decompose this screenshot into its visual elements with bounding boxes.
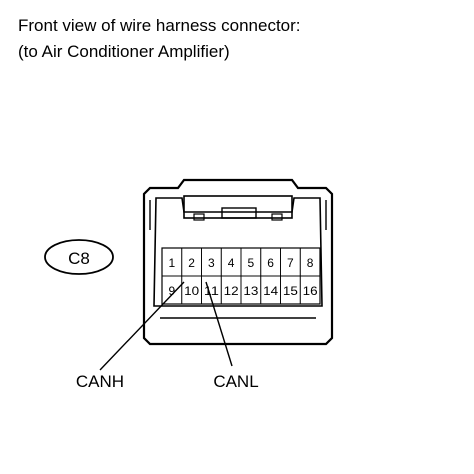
pin-number-16: 16 [303, 284, 318, 298]
canl-leader-line [205, 281, 233, 367]
diagram-subtitle: (to Air Conditioner Amplifier) [18, 42, 230, 61]
pin-number-6: 6 [267, 256, 274, 270]
pin-number-14: 14 [263, 284, 278, 298]
locking-tab-slot [221, 207, 257, 219]
connector-inner-frame [153, 197, 323, 307]
pin-number-8: 8 [307, 256, 314, 270]
canh-leader-line [99, 281, 185, 371]
pin-number-13: 13 [243, 284, 258, 298]
pin-number-12: 12 [224, 284, 239, 298]
pin-number-10: 10 [184, 284, 199, 298]
callout-canh: CANH [76, 372, 124, 391]
pin-number-5: 5 [248, 256, 255, 270]
diagram-title: Front view of wire harness connector: [18, 16, 301, 35]
pin-cell-16 [299, 275, 321, 305]
tab-notch-left [193, 213, 205, 221]
connector-code-badge [44, 239, 114, 275]
pin-number-15: 15 [283, 284, 298, 298]
pin-number-7: 7 [287, 256, 294, 270]
pin-number-11: 11 [204, 284, 219, 298]
locking-tab [183, 195, 293, 219]
pin-number-4: 4 [228, 256, 235, 270]
tab-notch-right [271, 213, 283, 221]
callout-canl: CANL [213, 372, 258, 391]
connector-code: C8 [68, 249, 90, 268]
connector-housing [142, 178, 334, 346]
pin-number-2: 2 [188, 256, 195, 270]
pin-number-9: 9 [169, 284, 176, 298]
pin-cells [161, 247, 321, 305]
pin-number-3: 3 [208, 256, 215, 270]
pin-number-1: 1 [169, 256, 176, 270]
